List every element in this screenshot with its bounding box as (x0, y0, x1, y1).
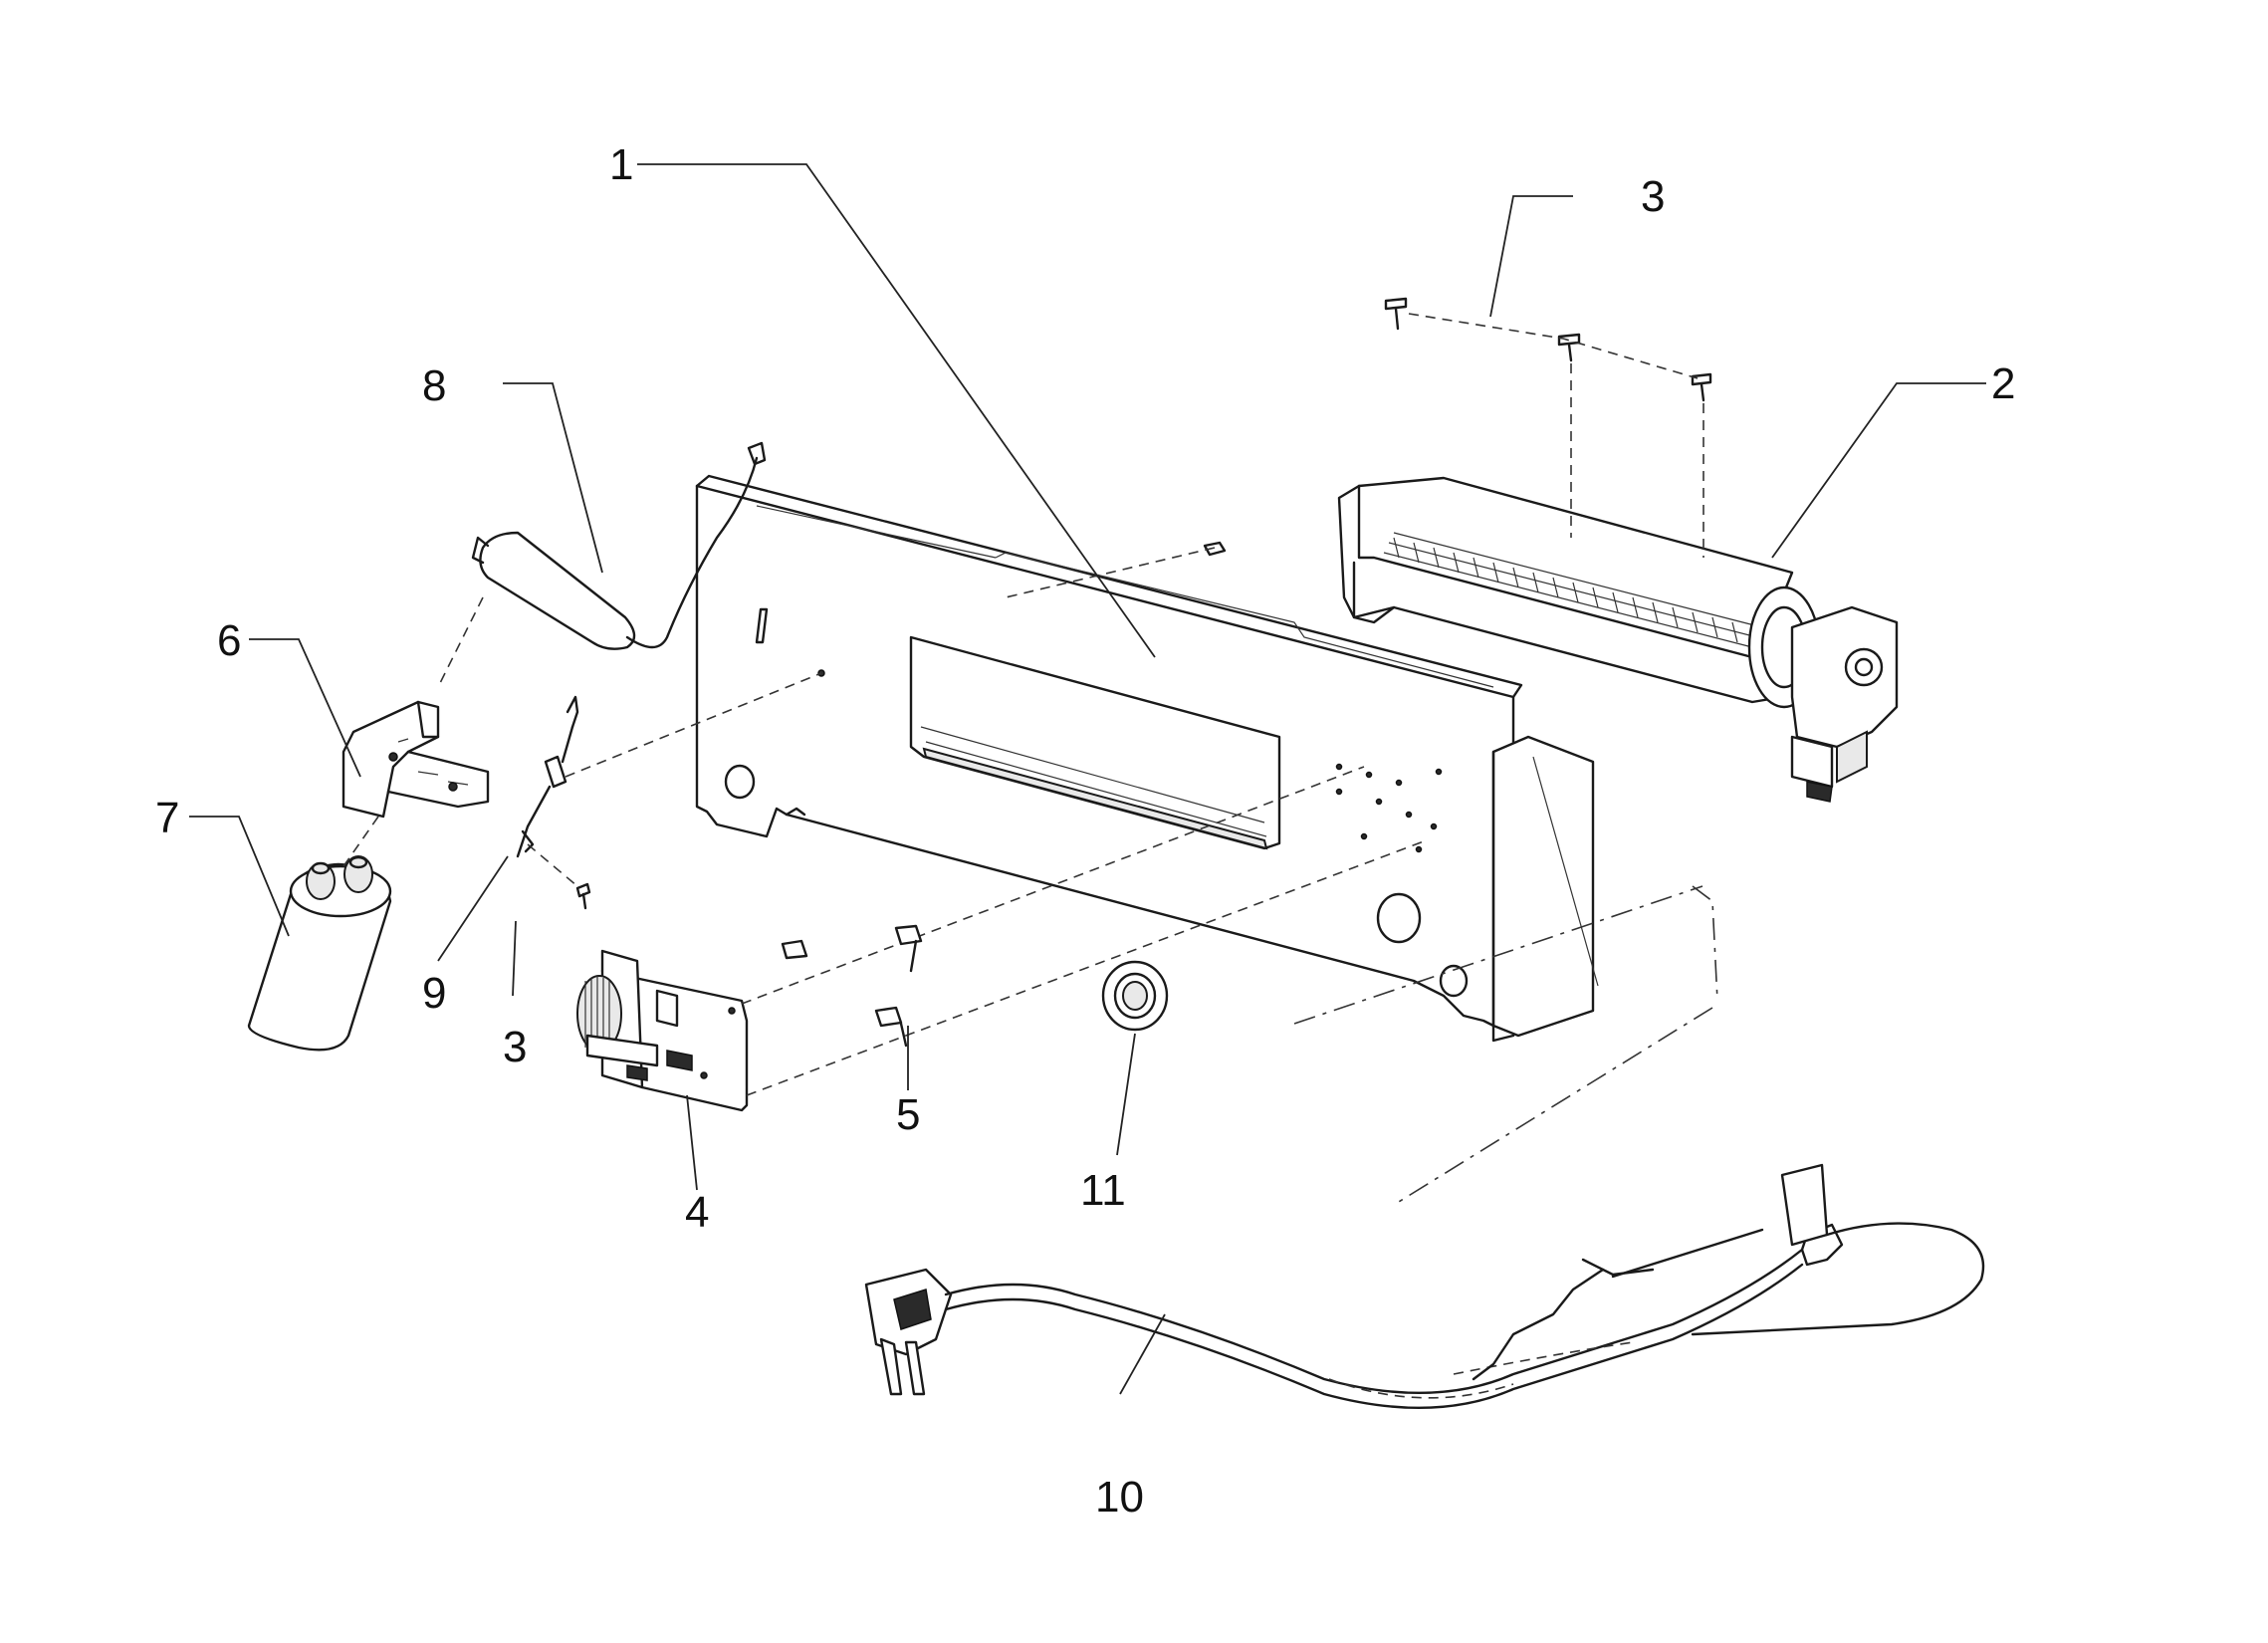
callout-3-top: 3 (1641, 172, 1665, 221)
callout-6: 6 (217, 616, 241, 665)
callout-3-bottom: 3 (503, 1023, 527, 1071)
callout-9: 9 (422, 969, 446, 1018)
callout-labels: 1 2 3 3 4 5 6 7 8 9 10 11 (155, 140, 2015, 1522)
callout-5: 5 (896, 1090, 920, 1139)
wire-harness-fuse (471, 441, 767, 650)
thermal-fuse (516, 695, 579, 858)
callout-8: 8 (422, 361, 446, 410)
clips (781, 924, 923, 1048)
callout-10: 10 (1095, 1473, 1144, 1522)
power-cord (864, 1163, 1985, 1410)
leader-lines (189, 163, 1986, 1395)
blower-fan-assembly (1337, 476, 1899, 803)
callout-7: 7 (155, 794, 179, 842)
callout-1: 1 (609, 140, 633, 189)
control-board (576, 949, 749, 1112)
screw-bottom (575, 882, 591, 910)
chassis-panel (695, 474, 1599, 1043)
callout-11: 11 (1080, 1166, 1126, 1215)
capacitor (247, 855, 392, 1052)
screws-top (1384, 297, 1712, 402)
grommet (1101, 960, 1169, 1032)
callout-2: 2 (1991, 359, 2015, 408)
callout-4: 4 (685, 1188, 709, 1237)
mounting-bracket (341, 700, 490, 819)
